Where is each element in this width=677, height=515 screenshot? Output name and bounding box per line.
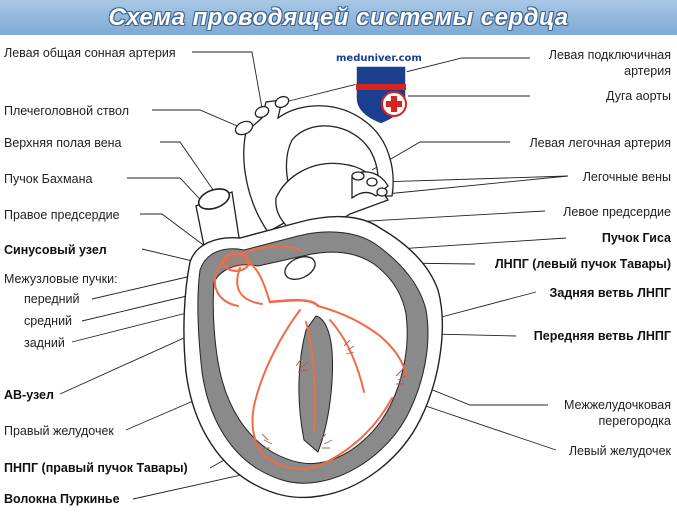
leader-pulmonary-veins-b	[385, 175, 569, 195]
bachmann-path	[239, 245, 301, 255]
leader-svc	[160, 141, 219, 198]
right-bundle-path	[251, 309, 301, 457]
interventricular-septum	[298, 315, 333, 453]
label-internodal-middle: средний	[24, 314, 73, 328]
purkinje-tuft-2	[343, 339, 355, 355]
ventricle-wall	[197, 231, 429, 484]
purkinje-fibers	[261, 339, 407, 449]
pulmonary-vein-opening-3	[376, 187, 388, 197]
label-bachmann-bundle: Пучок Бахмана	[4, 172, 93, 186]
label-right-atrium: Правое предсердие	[4, 208, 120, 222]
brachiocephalic-opening	[234, 120, 254, 136]
page-title: Схема проводящей системы сердца	[108, 3, 569, 31]
title-bar: Схема проводящей системы сердца	[0, 0, 677, 35]
conduction-system	[214, 245, 407, 470]
leader-pulmonary-artery	[371, 141, 510, 171]
label-left-pulmonary-artery: Левая легочная артерия	[529, 136, 671, 150]
label-left-atrium: Левое предсердие	[563, 205, 671, 219]
label-aortic-arch: Дуга аорты	[606, 89, 671, 103]
label-left-bundle-branch: ЛНПГ (левый пучок Тавары)	[494, 257, 671, 271]
pulmonary-vein-opening-2	[366, 177, 378, 187]
subclavian-opening	[274, 95, 290, 109]
label-right-bundle-branch: ПНПГ (правый пучок Тавары)	[4, 461, 188, 475]
label-left-subclavian-1: Левая подключичная	[548, 48, 671, 62]
logo-badge	[355, 65, 407, 125]
watermark: meduniver.com	[336, 53, 422, 64]
label-right-ventricle: Правый желудочек	[4, 424, 114, 438]
label-av-node: АВ-узел	[4, 388, 54, 402]
internodal-posterior-path	[245, 259, 271, 303]
leader-left-atrium	[351, 210, 546, 223]
label-septum-2: перегородка	[598, 414, 671, 428]
purkinje-tuft-4	[319, 433, 333, 449]
leader-brachiocephalic	[152, 109, 243, 129]
label-purkinje-fibers: Волокна Пуркинье	[4, 492, 120, 506]
internodal-anterior-path	[214, 255, 239, 307]
label-superior-vena-cava: Верхняя полая вена	[4, 136, 122, 150]
label-sinus-node: Синусовый узел	[4, 243, 107, 257]
leader-pulmonary-veins-a	[379, 175, 569, 183]
label-internodal-posterior: задний	[24, 336, 65, 350]
purkinje-tuft-5	[261, 433, 273, 449]
septal-path	[305, 321, 316, 431]
label-brachiocephalic-trunk: Плечеголовной ствол	[4, 104, 130, 118]
valve-opening	[284, 256, 316, 280]
left-anterior-fascicle-path	[329, 319, 365, 393]
purkinje-path-2	[317, 397, 393, 467]
label-pulmonary-veins: Легочные вены	[582, 170, 671, 184]
leader-left-subclavian	[284, 57, 530, 103]
internodal-middle-path	[236, 267, 263, 305]
label-left-ventricle: Левый желудочек	[568, 444, 671, 458]
label-his-bundle: Пучок Гиса	[601, 231, 671, 245]
his-bundle-path	[268, 298, 320, 308]
label-anterior-fascicle: Передняя ветвь ЛНПГ	[533, 329, 671, 343]
pulmonary-vein-opening-1	[351, 171, 365, 181]
logo-cross-icon	[386, 96, 402, 112]
label-left-common-carotid: Левая общая сонная артерия	[4, 46, 176, 60]
label-internodal-tracts: Межузловые пучки:	[4, 272, 118, 286]
label-internodal-anterior: передний	[24, 292, 80, 306]
carotid-opening	[254, 105, 270, 119]
leader-left-carotid	[192, 51, 263, 109]
label-posterior-fascicle: Задняя ветвь ЛНПГ	[549, 286, 671, 300]
leader-left-ventricle	[401, 397, 557, 451]
purkinje-tuft-3	[395, 369, 407, 385]
left-bundle-path	[317, 305, 407, 377]
svc-opening	[197, 188, 231, 210]
label-left-subclavian-2: артерия	[624, 64, 671, 78]
logo-stripe	[356, 84, 406, 90]
leader-anterior	[91, 273, 201, 300]
purkinje-path-1	[263, 455, 319, 470]
purkinje-tuft-1	[295, 357, 309, 373]
label-septum-1: Межжелудочковая	[563, 398, 671, 412]
